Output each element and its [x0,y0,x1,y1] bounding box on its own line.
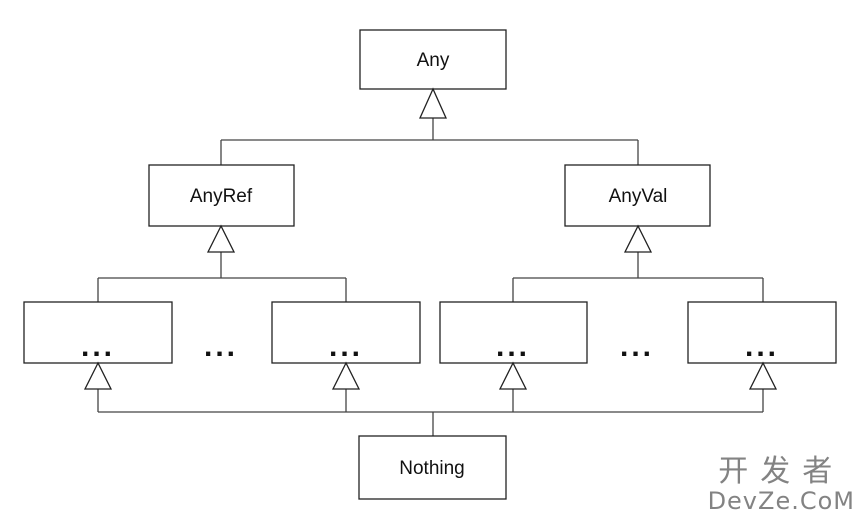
inherit-arrow-anyval [623,224,653,253]
node-anyval-label: AnyVal [609,186,668,207]
node-nothing: Nothing [358,435,507,500]
connectors-nothing [97,389,764,436]
ellipsis-anyref-gap: ... [204,330,238,363]
connectors-anyref [97,252,347,302]
node-nothing-label: Nothing [399,458,465,479]
node-val-subclass-2-label: ... [745,330,779,363]
connectors-top [220,118,639,165]
node-anyval: AnyVal [564,164,711,227]
inherit-arrow-anyref [206,224,236,253]
inherit-arrow-val-subclass-2 [748,361,778,390]
node-any-label: Any [417,50,450,71]
node-ref-subclass-1-label: ... [81,330,115,363]
connectors-anyval [512,252,764,302]
node-ref-subclass-2: ... [271,301,421,364]
inherit-arrow-ref-subclass-2 [331,361,361,390]
inherit-arrow-any [418,87,448,119]
ellipsis-anyval-gap: ... [620,330,654,363]
node-ref-subclass-2-label: ... [329,330,363,363]
watermark-line-1: 开发者 [718,454,845,489]
inherit-arrow-ref-subclass-1 [83,361,113,390]
node-val-subclass-2: ... [687,301,837,364]
watermark-line-2: DevZe.CoM [707,487,855,515]
node-anyref-label: AnyRef [190,186,253,207]
node-ref-subclass-1: ... [23,301,173,364]
node-val-subclass-1: ... [439,301,588,364]
node-anyref: AnyRef [148,164,295,227]
watermark: 开发者 DevZe.CoM [707,454,855,515]
node-val-subclass-1-label: ... [496,330,530,363]
inherit-arrow-val-subclass-1 [498,361,528,390]
node-any: Any [359,29,507,90]
